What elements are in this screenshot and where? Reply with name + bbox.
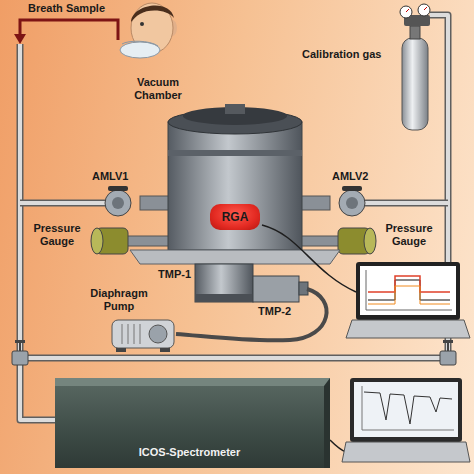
vacuum-chamber (300, 236, 340, 246)
part-label: Calibration gas (302, 48, 381, 61)
turbo-pump (253, 276, 299, 302)
breath-line (14, 34, 26, 44)
part-label: AMLV2 (332, 170, 368, 183)
gas-pipes (20, 355, 448, 362)
laptop-rga (360, 266, 456, 315)
laptop-rga (368, 276, 450, 292)
vacuum-chamber (140, 196, 170, 210)
diaphragm-pump (116, 348, 126, 352)
breath-line (14, 20, 118, 44)
subject-face (122, 41, 158, 46)
pipe-valve (15, 340, 25, 343)
part-label: Vacuum Chamber (126, 76, 190, 102)
diaphragm-pump (128, 324, 129, 344)
gas-cylinder (402, 38, 428, 130)
diaphragm-pump (140, 324, 141, 344)
node-text: ICOS-Spectrometer (139, 446, 240, 458)
signal-cable (330, 440, 346, 452)
pipe-valve (12, 351, 28, 365)
spectrometer-box: ICOS-Spectrometer (55, 378, 330, 468)
valve-amlv (105, 190, 131, 216)
signal-cable (262, 225, 356, 292)
pressure-gauge (364, 228, 376, 254)
laptop-rga (368, 280, 450, 300)
gas-pipes (20, 356, 448, 360)
laptop-rga (368, 286, 450, 304)
gas-cylinder (424, 7, 427, 10)
valve-amlv (112, 197, 124, 209)
gas-pipes (20, 200, 105, 207)
diaphragm-pump (112, 320, 174, 352)
valve-amlv (346, 197, 358, 209)
gas-cylinder (400, 6, 412, 18)
pipe-valve (447, 343, 449, 351)
valve-amlv (339, 190, 365, 216)
valve-amlv (108, 186, 128, 191)
gas-pipes (365, 201, 448, 205)
diaphragm-pump (149, 325, 167, 343)
diaphragm-pump (134, 324, 135, 344)
valve-amlv (342, 186, 362, 191)
turbo-pump (195, 264, 253, 302)
part-label: Pressure Gauge (28, 222, 86, 248)
gas-cylinder (418, 4, 430, 16)
node-text: RGA (222, 210, 249, 224)
pipe-valve (443, 340, 453, 343)
turbo-pump (195, 294, 253, 302)
gas-cylinder (406, 9, 409, 12)
gas-pipes (365, 200, 448, 207)
subject-face (140, 22, 144, 26)
diaphragm-pump (160, 348, 170, 352)
vacuum-chamber (125, 236, 170, 246)
part-label: Breath Sample (28, 2, 105, 15)
gas-pipes (20, 15, 448, 420)
laptop-icos (364, 392, 452, 424)
laptop-icos (362, 430, 454, 431)
pipe-valve (440, 351, 456, 365)
subject-face (120, 3, 177, 58)
laptop-rga (346, 320, 470, 338)
pump-hose (176, 289, 327, 340)
vacuum-chamber (125, 104, 340, 250)
laptop-icos (342, 442, 470, 462)
laptop-icos (342, 378, 470, 462)
subject-face (120, 42, 160, 58)
laptop-rga (346, 262, 470, 338)
pipe-valve (12, 340, 456, 365)
laptop-rga (356, 262, 460, 320)
subject-face (131, 6, 174, 22)
turbo-pump (299, 282, 308, 295)
part-label: Diaphragm Pump (84, 287, 154, 313)
gas-cylinder (410, 26, 420, 39)
part-label: Pressure Gauge (380, 222, 438, 248)
turbo-pump (195, 264, 308, 302)
pipe-valve (19, 343, 21, 351)
vacuum-chamber (168, 150, 302, 156)
part-label: TMP-2 (258, 305, 291, 318)
vacuum-chamber (300, 196, 330, 210)
laptop-rga (366, 270, 367, 310)
diaphragm-pump (122, 324, 123, 344)
gas-pipes (20, 201, 105, 205)
gas-cylinder (400, 4, 430, 130)
diaphragm-pump (112, 320, 174, 348)
laptop-icos (350, 378, 462, 442)
pump-hose (176, 289, 327, 340)
analyzer-region: RGA (210, 204, 260, 230)
laptop-rga (366, 310, 452, 311)
laptop-icos (354, 382, 458, 437)
part-label: AMLV1 (92, 170, 128, 183)
breath-line (20, 20, 118, 40)
part-label: TMP-1 (158, 268, 191, 281)
pressure-gauge (91, 228, 103, 254)
laptop-icos (362, 386, 363, 430)
vacuum-chamber (168, 122, 302, 250)
vacuum-chamber (225, 104, 245, 114)
